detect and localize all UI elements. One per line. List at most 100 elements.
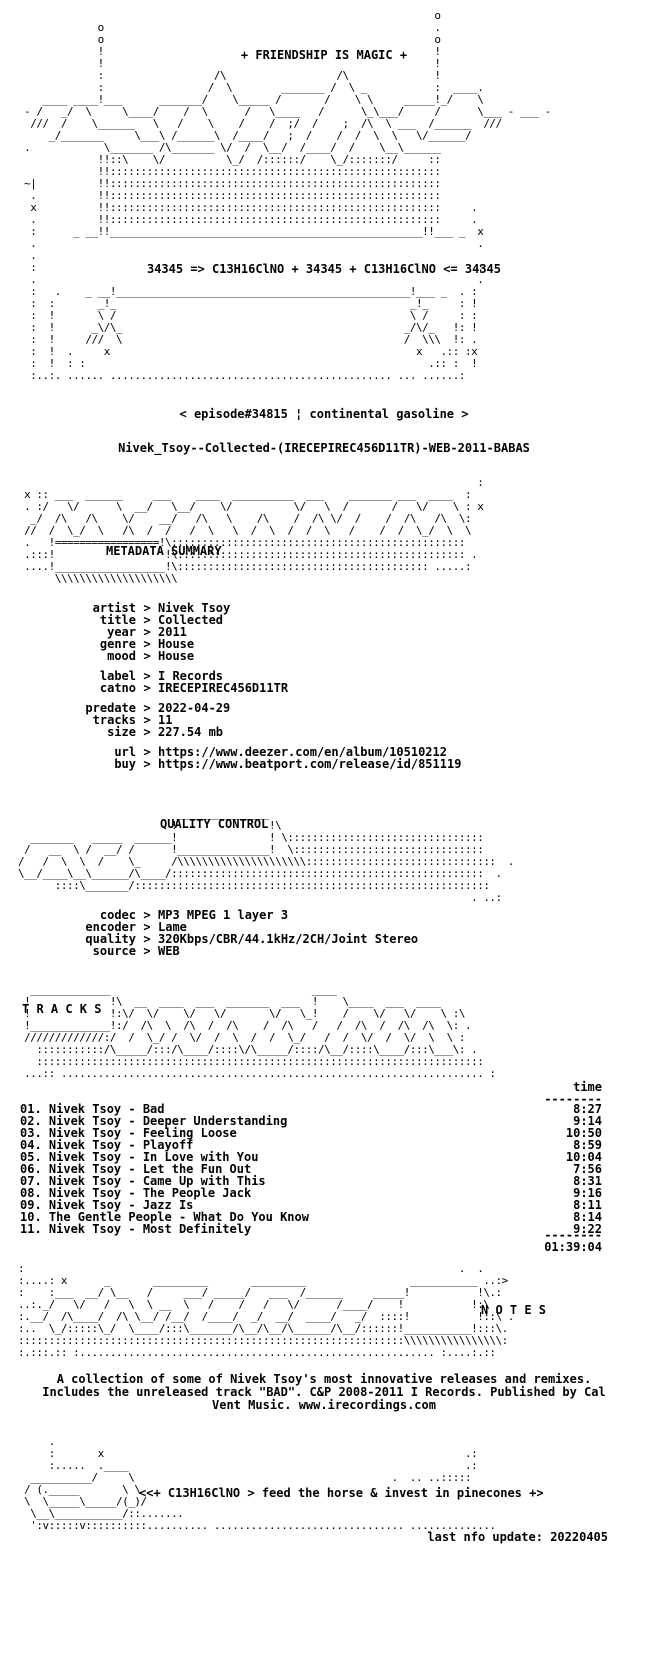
kv-separator: >	[143, 908, 151, 922]
section-quality-title: QUALITY CONTROL	[160, 817, 269, 831]
kv-row: url > https://www.deezer.com/en/album/1051…	[6, 746, 461, 758]
kv-row: source>WEB	[6, 945, 418, 957]
kv-row: catno > IRECEPIREC456D11TR	[6, 682, 461, 694]
kv-row	[6, 694, 461, 702]
kv-separator: >	[143, 649, 151, 663]
section-tracks-title: T R A C K S	[22, 1002, 102, 1016]
kv-key: label	[99, 669, 136, 683]
track-row: 01. Nivek Tsoy - Bad 8:27	[20, 1103, 602, 1115]
kv-row: buy > https://www.beatport.com/release/id/…	[6, 758, 461, 770]
footer-slogan: <<+ C13H16ClNO > feed the horse & invest…	[139, 1486, 544, 1500]
track-title: 11. Nivek Tsoy - Most Definitely	[20, 1222, 252, 1236]
kv-separator: >	[143, 625, 151, 639]
track-time: 10:50	[565, 1126, 602, 1140]
kv-key: year	[107, 625, 136, 639]
kv-row: artist>Nivek Tsoy	[6, 602, 461, 614]
kv-value: I Records	[158, 669, 224, 683]
kv-row: title>Collected	[6, 614, 461, 626]
tracks-header: time --------	[20, 1081, 602, 1105]
kv-value: 11	[158, 713, 173, 727]
kv-value: 2011	[158, 625, 187, 639]
kv-key: size	[107, 725, 136, 739]
track-row: 05. Nivek Tsoy - In Love with You 10:04	[20, 1151, 602, 1163]
kv-key: encoder	[85, 920, 136, 934]
track-time: 8:27	[573, 1102, 602, 1116]
kv-value: IRECEPIREC456D11TR	[158, 681, 289, 695]
kv-separator: >	[143, 701, 151, 715]
kv-separator: >	[143, 601, 151, 615]
kv-row: codec > MP3 MPEG 1 layer 3	[6, 909, 418, 921]
header-ascii-art: o o . o o !	[24, 9, 551, 382]
track-time: 10:04	[565, 1150, 602, 1164]
kv-separator: >	[143, 681, 151, 695]
track-time: 8:31	[573, 1174, 602, 1188]
kv-separator: >	[143, 920, 151, 934]
kv-value: Lame	[158, 920, 187, 934]
notes-banner-art: : . . :....: x _ _________ _________ ___…	[18, 1262, 514, 1359]
kv-row: quality>320Kbps/CBR/44.1kHz/2CH/Joint St…	[6, 933, 418, 945]
kv-separator: >	[143, 713, 151, 727]
track-row: 06. Nivek Tsoy - Let the Fun Out 7:56	[20, 1163, 602, 1175]
track-time: 7:56	[573, 1162, 602, 1176]
kv-key: genre	[99, 637, 136, 651]
track-time: 8:14	[573, 1210, 602, 1224]
header-tagline: + FRIENDSHIP IS MAGIC +	[240, 48, 408, 62]
kv-separator: >	[143, 745, 151, 759]
kv-value: WEB	[158, 944, 180, 958]
section-notes-title: N O T E S	[481, 1303, 547, 1317]
track-title: 02. Nivek Tsoy - Deeper Understanding	[20, 1114, 288, 1128]
kv-row: tracks>11	[6, 714, 461, 726]
track-title: 05. Nivek Tsoy - In Love with You	[20, 1150, 259, 1164]
track-row: 08. Nivek Tsoy - The People Jack 9:16	[20, 1187, 602, 1199]
kv-row: label > I Records	[6, 670, 461, 682]
kv-value: House	[158, 637, 195, 651]
track-row: 04. Nivek Tsoy - Playoff 8:59	[20, 1139, 602, 1151]
track-title: 06. Nivek Tsoy - Let the Fun Out	[20, 1162, 252, 1176]
tracks-total: -------- 01:39:04	[20, 1229, 602, 1253]
kv-key: buy	[114, 757, 136, 771]
section-metadata-title: METADATA SUMMARY	[106, 544, 222, 558]
kv-key: mood	[107, 649, 136, 663]
track-row: 07. Nivek Tsoy - Came Up with This 8:31	[20, 1175, 602, 1187]
track-title: 07. Nivek Tsoy - Came Up with This	[20, 1174, 266, 1188]
kv-row	[6, 662, 461, 670]
total-runtime: 01:39:04	[544, 1240, 602, 1254]
track-title: 04. Nivek Tsoy - Playoff	[20, 1138, 194, 1152]
kv-value: MP3 MPEG 1 layer 3	[158, 908, 289, 922]
kv-separator: >	[143, 757, 151, 771]
kv-key: title	[99, 613, 136, 627]
track-title: 01. Nivek Tsoy - Bad	[20, 1102, 165, 1116]
kv-row: size>227.54 mb	[6, 726, 461, 738]
kv-value[interactable]: https://www.deezer.com/en/album/10510212	[158, 745, 447, 759]
kv-key: codec	[99, 908, 136, 922]
kv-separator: >	[143, 944, 151, 958]
track-time: 9:16	[573, 1186, 602, 1200]
time-column-header: time	[573, 1080, 602, 1094]
time-column-rule: --------	[544, 1092, 602, 1106]
tracks-banner-art: _____________ ____ ! !\ __ ____ ___ ____…	[24, 983, 496, 1080]
metadata-banner-art: : x :: ___ ______ ___ ____ __________ __…	[24, 476, 484, 585]
track-row: 02. Nivek Tsoy - Deeper Understanding 9:1…	[20, 1115, 602, 1127]
kv-row: encoder > Lame	[6, 921, 418, 933]
track-title: 08. Nivek Tsoy - The People Jack	[20, 1186, 252, 1200]
notes-text: A collection of some of Nivek Tsoy's mos…	[42, 1372, 606, 1412]
episode-line: < episode#34815 ¦ continental gasoline >	[179, 407, 469, 421]
track-time: 8:59	[573, 1138, 602, 1152]
kv-value: 320Kbps/CBR/44.1kHz/2CH/Joint Stereo	[158, 932, 419, 946]
kv-value[interactable]: https://www.beatport.com/release/id/8511…	[158, 757, 462, 771]
track-time: 9:14	[573, 1114, 602, 1128]
kv-separator: >	[143, 669, 151, 683]
kv-row: year >2011	[6, 626, 461, 638]
kv-key: url	[114, 745, 136, 759]
quality-banner-art: _______________ ! !\ _______ _____ _____…	[18, 807, 514, 904]
kv-value: Nivek Tsoy	[158, 601, 231, 615]
kv-row: predate>2022-04-29	[6, 702, 461, 714]
kv-value: 227.54 mb	[158, 725, 224, 739]
kv-key: catno	[99, 681, 136, 695]
kv-separator: >	[143, 613, 151, 627]
